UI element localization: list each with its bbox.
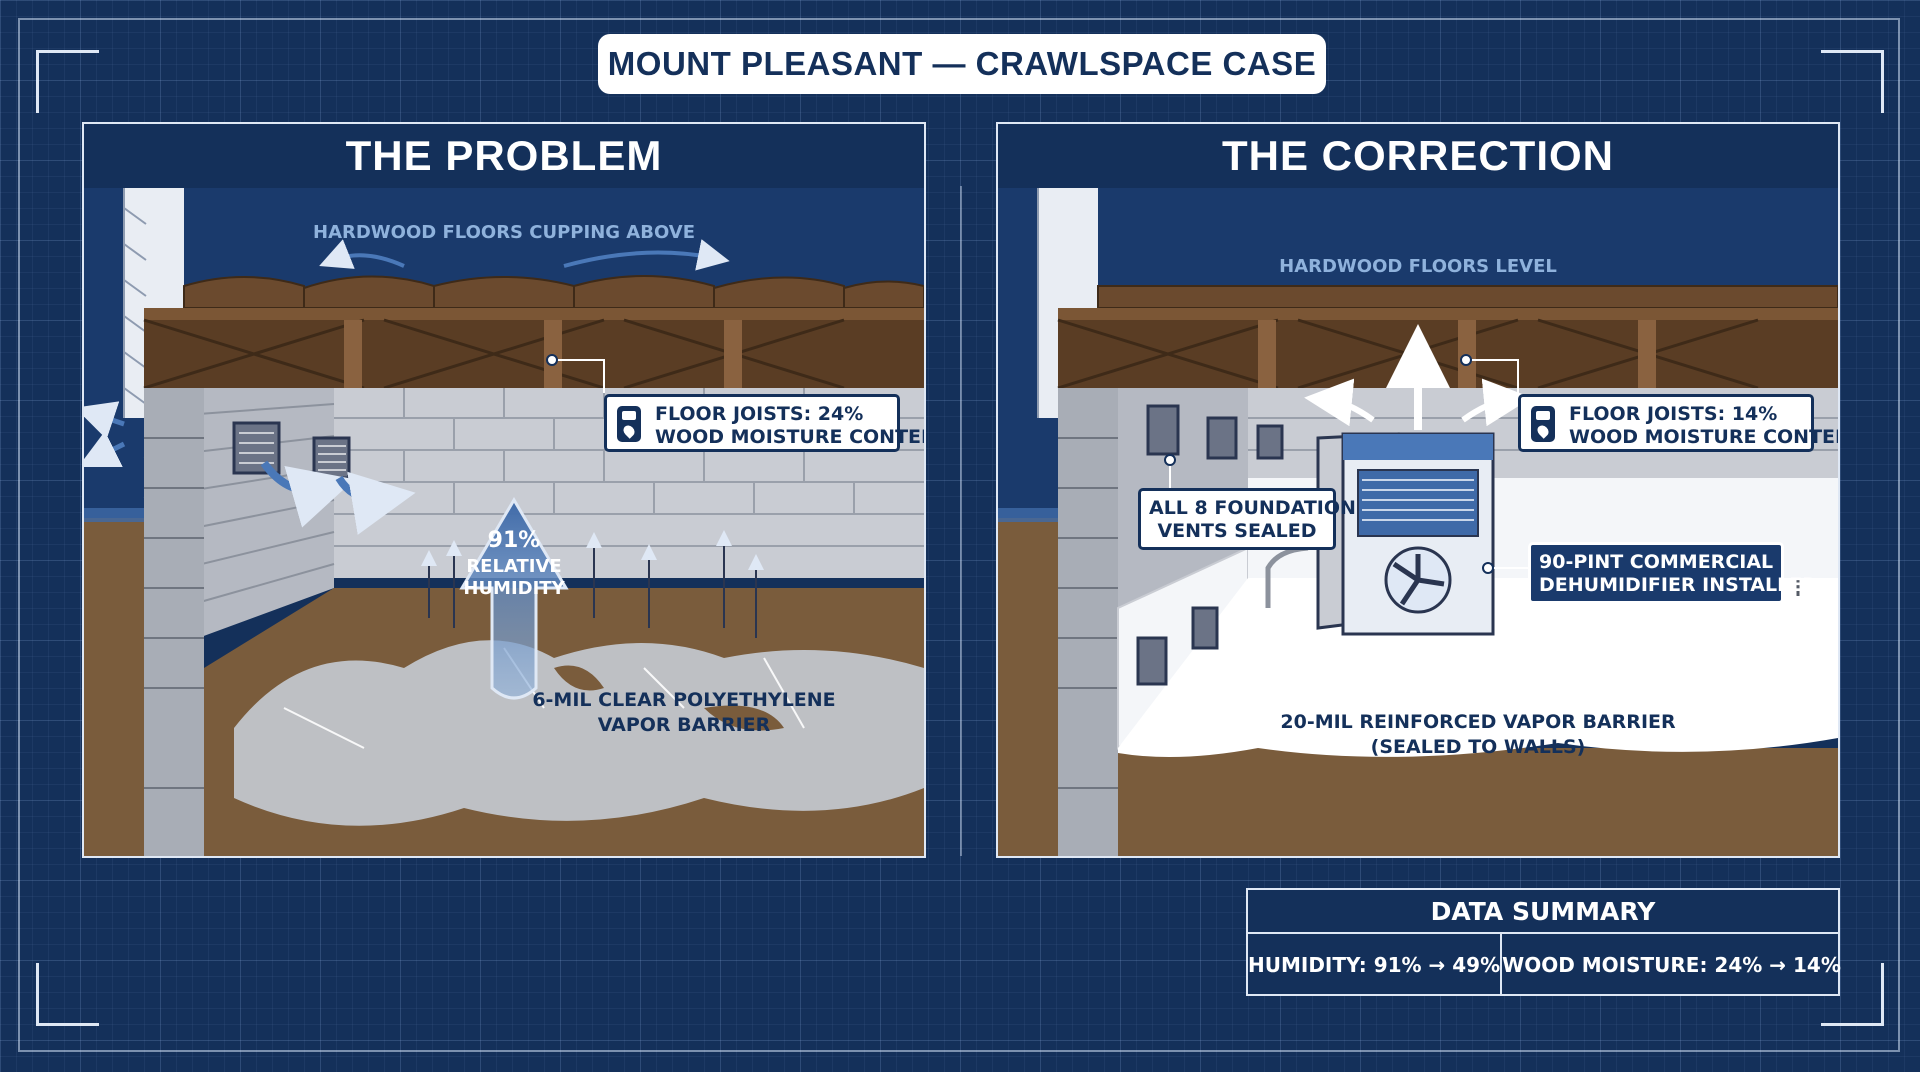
summary-humidity: HUMIDITY: 91% → 49% <box>1248 934 1503 996</box>
joist-moisture-caption: WOOD MOISTURE CONTENT <box>655 426 924 448</box>
problem-scene-illustration <box>84 188 924 856</box>
vents-sealed-line-1: ALL 8 FOUNDATION <box>1149 497 1356 519</box>
level-floor-boards <box>1097 285 1838 309</box>
dehumidifier-callout: 90-PINT COMMERCIAL DEHUMIDIFIER INSTALLE… <box>1528 542 1818 604</box>
corner-mark-bottom-left <box>36 963 99 1026</box>
dry-air-arrow-right <box>1461 378 1532 427</box>
correction-panel: THE CORRECTION <box>996 122 1840 858</box>
joist-moisture-caption: WOOD MOISTURE CONTENT <box>1569 426 1838 448</box>
airflow-arrow-2 <box>335 471 416 535</box>
torn-poly-barrier <box>234 640 924 826</box>
problem-heading: THE PROBLEM <box>84 124 924 190</box>
floor-joists <box>143 308 924 390</box>
reinforced-barrier-label: 20-MIL REINFORCED VAPOR BARRIER (SEALED … <box>1268 710 1688 760</box>
exterior-soil <box>84 518 144 856</box>
airflow-exit-arrow-1 <box>84 401 125 440</box>
cupping-arrow-right <box>563 239 730 271</box>
poly-barrier-label-line-2: VAPOR BARRIER <box>597 714 771 736</box>
floor-joists <box>1057 308 1838 390</box>
joist-moisture-value: FLOOR JOISTS: 24% <box>655 403 864 425</box>
data-summary-heading: DATA SUMMARY <box>1248 890 1838 934</box>
humidity-caption-line-2: HUMIDITY <box>463 578 565 599</box>
correction-scene: HARDWOOD FLOORS LEVEL FLOOR JOISTS: 14% … <box>998 188 1838 856</box>
vents-sealed-line-2: VENTS SEALED <box>1157 520 1317 542</box>
humidity-arrow <box>459 497 569 700</box>
poly-barrier-label-line-1: 6-MIL CLEAR POLYETHYLENE <box>532 689 836 711</box>
dehumidifier-callout-line-1: 90-PINT COMMERCIAL <box>1539 551 1774 573</box>
joist-callout-leader <box>1466 359 1519 393</box>
corner-mark-top-right <box>1821 50 1884 113</box>
reinforced-barrier-label-line-2: (SEALED TO WALLS) <box>1370 736 1586 758</box>
problem-scene: HARDWOOD FLOORS CUPPING ABOVE FLOOR JOIS… <box>84 188 924 856</box>
dry-air-arrow-left <box>1304 378 1375 427</box>
cupped-floor-boards <box>183 275 924 309</box>
joist-callout-leader <box>552 359 605 393</box>
problem-panel: THE PROBLEM <box>82 122 926 858</box>
joist-moisture-callout: FLOOR JOISTS: 14% WOOD MOISTURE CONTENT <box>1518 394 1838 452</box>
airflow-exit-arrow-2 <box>84 431 126 467</box>
sealed-vents-back <box>1146 404 1284 460</box>
humidity-caption: RELATIVE HUMIDITY <box>446 556 582 600</box>
corner-mark-top-left <box>36 50 99 113</box>
summary-wood-moisture: WOOD MOISTURE: 24% → 14% <box>1502 953 1841 977</box>
center-divider <box>960 186 962 856</box>
open-vent-1 <box>232 421 281 475</box>
data-summary-box: DATA SUMMARY HUMIDITY: 91% → 49% WOOD MO… <box>1246 888 1841 996</box>
humidity-caption-line-1: RELATIVE <box>466 556 562 577</box>
humidity-value: 91% <box>487 528 541 553</box>
crawlspace-soil <box>1118 748 1838 856</box>
moisture-meter-icon <box>1531 406 1555 442</box>
floor-level-label: HARDWOOD FLOORS LEVEL <box>1279 256 1557 277</box>
reinforced-vapor-barrier <box>1118 578 1838 757</box>
outer-frame <box>18 18 1900 1052</box>
open-vent-2 <box>312 436 351 480</box>
dehumidifier-callout-line-2: DEHUMIDIFIER INSTALLED <box>1539 574 1818 596</box>
floor-cupping-label: HARDWOOD FLOORS CUPPING ABOVE <box>313 222 695 243</box>
vents-sealed-callout: ALL 8 FOUNDATION VENTS SEALED <box>1138 488 1356 550</box>
cupping-arrow-left <box>319 239 405 269</box>
moisture-meter-icon <box>617 406 641 442</box>
page-title: MOUNT PLEASANT — CRAWLSPACE CASE <box>598 34 1326 94</box>
joist-moisture-callout: FLOOR JOISTS: 24% WOOD MOISTURE CONTENT <box>604 394 924 452</box>
poly-barrier-label: 6-MIL CLEAR POLYETHYLENE VAPOR BARRIER <box>504 688 864 738</box>
airflow-arrow-1 <box>260 460 355 528</box>
corner-mark-bottom-right <box>1821 963 1884 1026</box>
data-summary-row: HUMIDITY: 91% → 49% WOOD MOISTURE: 24% →… <box>1248 934 1841 996</box>
sealed-vents-lower <box>1136 606 1219 686</box>
reinforced-barrier-label-line-1: 20-MIL REINFORCED VAPOR BARRIER <box>1280 711 1676 733</box>
dehumidifier-unit <box>1265 432 1495 636</box>
joist-moisture-value: FLOOR JOISTS: 14% <box>1569 403 1778 425</box>
exterior-soil <box>998 518 1058 856</box>
correction-heading: THE CORRECTION <box>998 124 1838 190</box>
